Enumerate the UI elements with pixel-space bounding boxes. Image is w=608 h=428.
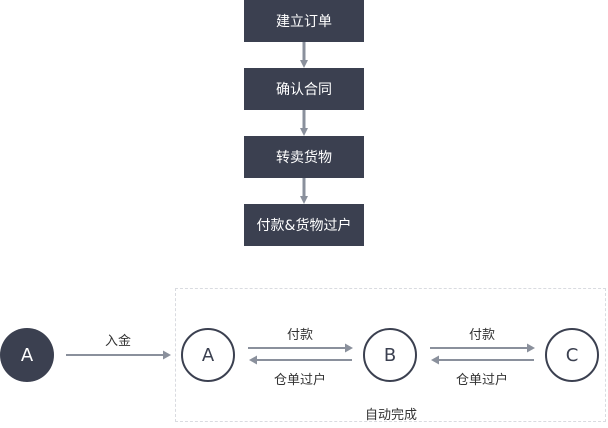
- node-c: C: [545, 328, 599, 382]
- deposit-arrow: [66, 350, 171, 360]
- node-label: A: [201, 344, 215, 366]
- node-start-a: A: [0, 328, 54, 382]
- region-label: 自动完成: [364, 408, 417, 423]
- flow-step-label: 付款&货物过户: [256, 218, 352, 234]
- transfer-label-c-b: 仓单过户: [455, 373, 508, 388]
- auto-complete-region: [175, 288, 606, 422]
- flow-step-label: 转卖货物: [276, 150, 332, 166]
- deposit-label: 入金: [104, 334, 131, 349]
- transfer-label-b-a: 仓单过户: [273, 373, 326, 388]
- flow-arrow-2: [300, 110, 308, 136]
- node-a: A: [181, 328, 235, 382]
- flow-step-confirm-contract: 确认合同: [244, 68, 364, 110]
- node-label: C: [565, 344, 579, 366]
- flow-step-create-order: 建立订单: [244, 0, 364, 42]
- flow-step-payment-transfer: 付款&货物过户: [244, 204, 364, 246]
- flow-arrow-1: [300, 42, 308, 68]
- transfer-arrow-c-b: [431, 355, 534, 365]
- payment-arrow-b-c: [430, 343, 535, 353]
- flow-step-label: 建立订单: [276, 14, 332, 30]
- node-label: B: [383, 344, 397, 366]
- flow-step-resell-goods: 转卖货物: [244, 136, 364, 178]
- node-b: B: [363, 328, 417, 382]
- payment-label-b-c: 付款: [468, 328, 495, 343]
- payment-label-a-b: 付款: [286, 328, 313, 343]
- flow-step-label: 确认合同: [276, 82, 332, 98]
- flow-arrow-3: [300, 178, 308, 204]
- node-label: A: [20, 344, 34, 366]
- transfer-arrow-b-a: [249, 355, 352, 365]
- payment-arrow-a-b: [248, 343, 353, 353]
